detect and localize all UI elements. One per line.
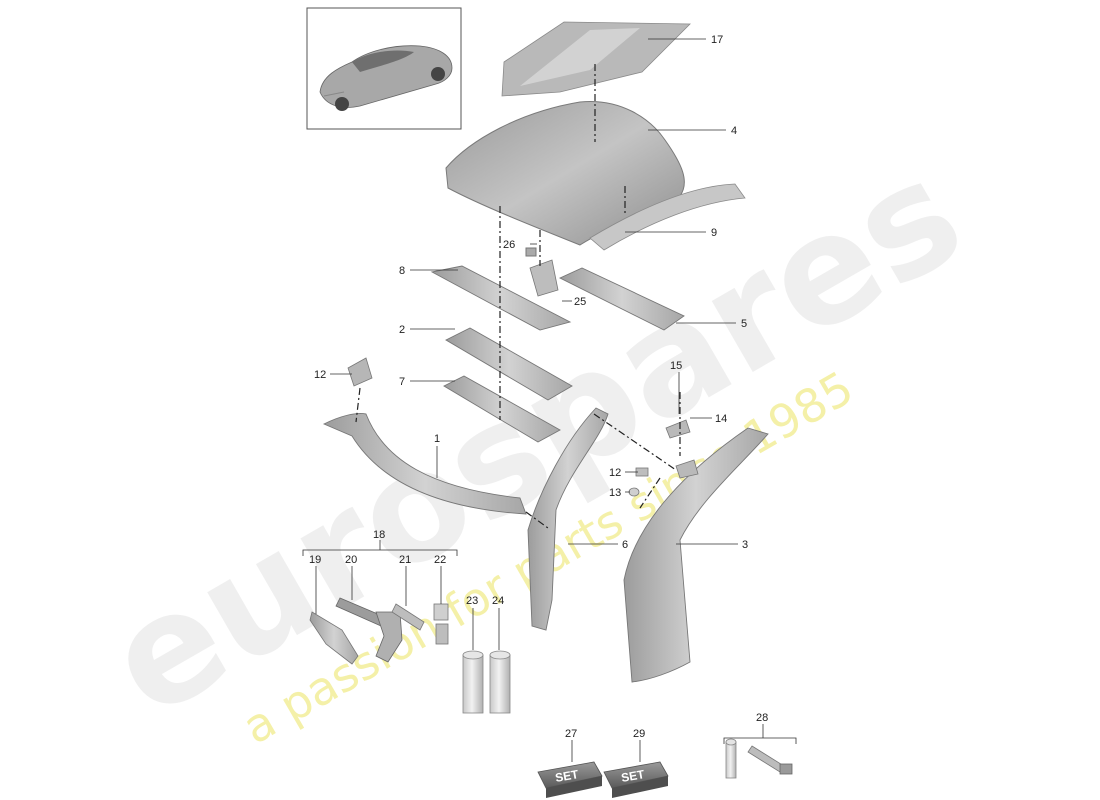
callout-3: 3 bbox=[742, 539, 748, 551]
part-2-crossmember bbox=[445, 327, 573, 401]
callout-23: 23 bbox=[466, 595, 478, 607]
callout-26: 26 bbox=[503, 239, 515, 251]
assembly-lines bbox=[355, 64, 681, 529]
part-20-applicator-gun bbox=[335, 597, 403, 663]
callout-17: 17 bbox=[711, 34, 723, 46]
part-17-roof-strip bbox=[501, 21, 691, 97]
callout-24: 24 bbox=[492, 595, 504, 607]
part-26-clip bbox=[525, 247, 537, 257]
callout-14: 14 bbox=[715, 413, 727, 425]
callout-5: 5 bbox=[741, 318, 747, 330]
part-8-crossmember bbox=[430, 265, 572, 331]
leader-lines bbox=[302, 38, 797, 762]
callout-28: 28 bbox=[756, 712, 768, 724]
part-6-a-pillar bbox=[527, 407, 609, 631]
callout-22: 22 bbox=[434, 554, 446, 566]
part-29-set-box: SET bbox=[603, 761, 669, 798]
callout-8: 8 bbox=[399, 265, 405, 277]
part-13-plug bbox=[628, 487, 640, 497]
part-23-cylinder bbox=[462, 650, 484, 714]
callout-4: 4 bbox=[731, 125, 737, 137]
callout-labels: 17 4 9 26 8 25 5 2 15 12 7 14 1 12 13 18… bbox=[309, 34, 768, 740]
callout-19: 19 bbox=[309, 554, 321, 566]
callout-10: 12 bbox=[314, 369, 326, 381]
callout-21: 21 bbox=[399, 554, 411, 566]
part-15-clip bbox=[675, 459, 699, 479]
part-10-gusset bbox=[347, 357, 373, 387]
car-thumbnail bbox=[306, 7, 462, 130]
callout-27: 27 bbox=[565, 728, 577, 740]
callout-13: 13 bbox=[609, 487, 621, 499]
set-label: SET bbox=[554, 767, 580, 785]
part-14-clip bbox=[665, 419, 691, 439]
callout-18: 18 bbox=[373, 529, 385, 541]
part-1-windshield-frame bbox=[322, 413, 527, 515]
part-3-a-pillar bbox=[623, 427, 769, 683]
part-27-set-box: SET bbox=[537, 761, 603, 798]
set-label: SET bbox=[620, 767, 646, 785]
part-24-cylinder bbox=[489, 650, 511, 714]
callout-9: 9 bbox=[711, 227, 717, 239]
callout-15: 15 bbox=[670, 360, 682, 372]
part-5-crossmember bbox=[558, 267, 685, 331]
callout-20: 20 bbox=[345, 554, 357, 566]
callout-29: 29 bbox=[633, 728, 645, 740]
part-22-cap bbox=[433, 603, 449, 645]
callout-1: 1 bbox=[434, 433, 440, 445]
part-4-roof-panel bbox=[445, 100, 746, 251]
callout-2: 2 bbox=[399, 324, 405, 336]
callout-6: 6 bbox=[622, 539, 628, 551]
callout-12: 12 bbox=[609, 467, 621, 479]
callout-25: 25 bbox=[574, 296, 586, 308]
callout-7: 7 bbox=[399, 376, 405, 388]
part-19-cartridge bbox=[309, 611, 359, 665]
part-28-fastener-set bbox=[725, 738, 793, 779]
part-21-nozzle bbox=[391, 603, 425, 631]
part-7-crossmember bbox=[443, 375, 561, 443]
part-25-bracket bbox=[529, 259, 559, 297]
